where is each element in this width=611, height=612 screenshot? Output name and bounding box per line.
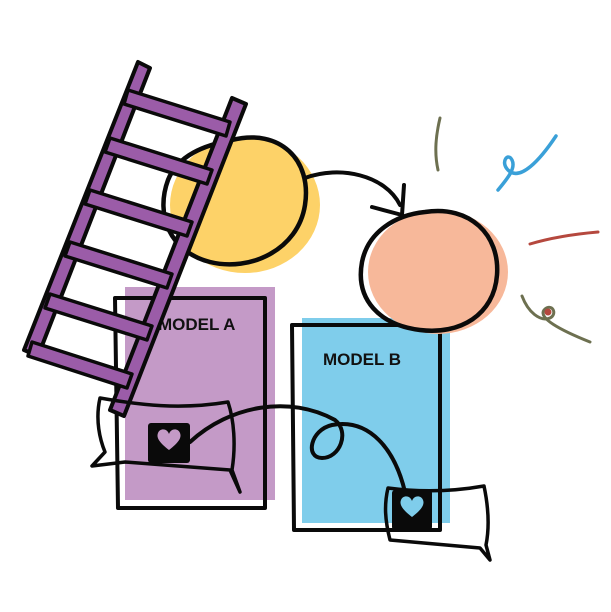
ladder-rung bbox=[63, 240, 174, 290]
model-a-label: MODEL A bbox=[158, 315, 235, 334]
loop-connector bbox=[188, 404, 407, 494]
arrow-line bbox=[303, 170, 402, 207]
ladder bbox=[22, 60, 248, 418]
ladder-rung bbox=[83, 188, 194, 238]
model-b-label: MODEL B bbox=[323, 350, 401, 369]
squiggle-dot bbox=[544, 308, 552, 316]
ladder-rung bbox=[122, 88, 232, 138]
ladder-rung bbox=[103, 136, 214, 186]
peach-circle-outline bbox=[358, 208, 500, 333]
squiggle-gray bbox=[434, 116, 442, 172]
ladder-rung bbox=[43, 292, 154, 342]
arrow-yellow-to-peach bbox=[303, 170, 406, 217]
heart-icon bbox=[400, 496, 424, 517]
peach-circle bbox=[358, 208, 508, 334]
speech-bubble-b bbox=[383, 484, 492, 562]
heart-icon bbox=[157, 429, 181, 450]
speech-bubble-a bbox=[90, 396, 242, 494]
model-b-outline bbox=[290, 323, 442, 532]
model-b-fill bbox=[302, 318, 450, 523]
ladder-rung bbox=[26, 340, 134, 390]
peach-circle-fill bbox=[368, 210, 508, 334]
arrow-head bbox=[370, 183, 406, 217]
squiggle-olive bbox=[520, 294, 592, 344]
model-b-card: MODEL B bbox=[290, 318, 450, 532]
speech-bubble-b-outline bbox=[383, 484, 492, 562]
speech-bubble-a-outline bbox=[90, 396, 242, 494]
squiggle-blue bbox=[496, 134, 558, 192]
squiggle-red bbox=[528, 230, 600, 246]
model-a-outline bbox=[113, 296, 267, 510]
